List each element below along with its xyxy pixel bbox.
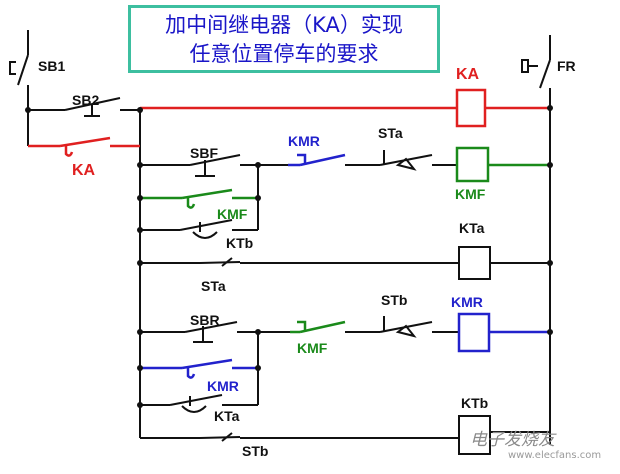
label-kmr-nc: KMR [288,133,320,149]
label-fr: FR [557,58,576,74]
kmr-nc-blade [299,153,346,167]
ktb-blade [179,219,233,231]
sb1-stop-button [9,61,16,75]
label-sta-nc: STa [378,125,403,141]
junction-dot [137,260,143,266]
label-ka-coil: KA [456,66,480,83]
label-kmr-no: KMR [207,378,239,394]
kta-blade [169,394,223,406]
sbr-blade [184,321,238,333]
label-kmf-no: KMF [217,206,248,222]
label-sbf: SBF [190,145,218,161]
label-stb-nc: STb [381,292,408,308]
title-line-1: 加中间继电器（KA）实现 [165,13,403,37]
sbf-button [195,160,215,177]
kta-coil [458,246,491,280]
kmf-nc-blade [299,320,346,334]
label-stb-no: STb [242,443,269,459]
junction-dot [255,162,261,168]
kta-timer-arc [181,396,207,413]
stb-no-actuator [221,432,233,442]
label-ka-contact: KA [72,162,96,179]
junction-dot [255,329,261,335]
label-kmr-coil: KMR [451,294,483,310]
ka-contact-hook [64,144,74,157]
ktb-coil [458,415,491,455]
sbf-blade [189,154,241,166]
sb2-start-button [84,104,100,117]
junction-dot [137,329,143,335]
label-kta-timed: KTa [214,408,240,424]
ka-coil [455,88,487,128]
junction-dot [255,365,261,371]
label-kta-coil: KTa [459,220,485,236]
sbr-button [193,326,213,343]
label-ktb-coil: KTb [461,395,489,411]
kmf-coil [455,146,490,183]
stb-no-blade [199,436,241,439]
junction-dot [25,107,31,113]
title-box: 加中间继电器（KA）实现 任意位置停车的要求 [128,5,440,73]
sta-nc-actuator [383,150,417,171]
junction-dot [255,195,261,201]
label-ktb-timed: KTb [226,235,254,251]
watermark-url: www.elecfans.com [508,450,602,461]
junction-dot [547,105,553,111]
kmr-nc-hook [297,153,307,165]
junction-dot [547,260,553,266]
sta-no-actuator [221,257,233,267]
junction-dot [547,329,553,335]
junction-dot [137,195,143,201]
label-sb1: SB1 [38,58,66,74]
fr-thermal-symbol [521,59,538,73]
label-sb2: SB2 [72,92,100,108]
label-sta-no: STa [201,278,226,294]
kmf-no-hook [186,196,196,209]
kmr-no-blade [181,358,233,370]
junction-dot [137,227,143,233]
label-kmf-coil: KMF [455,186,486,202]
junction-dot [137,365,143,371]
kmr-no-hook [186,366,196,379]
kmr-coil [457,312,491,353]
sb1-blade [17,54,29,86]
label-kmf-nc: KMF [297,340,328,356]
kmf-nc-hook [297,320,307,332]
kmf-no-blade [181,188,233,200]
sta-no-blade [199,261,241,264]
watermark-logo: 电子发烧友 [470,430,555,450]
ktb-timer-arc [192,222,218,239]
junction-dot [137,402,143,408]
junction-dot [547,162,553,168]
fr-blade [539,59,551,89]
title-line-2: 任意位置停车的要求 [189,42,379,66]
junction-dot [137,162,143,168]
stb-nc-actuator [383,316,417,338]
ka-contact-blade [59,136,111,148]
junction-dot [137,107,143,113]
label-sbr: SBR [190,312,220,328]
